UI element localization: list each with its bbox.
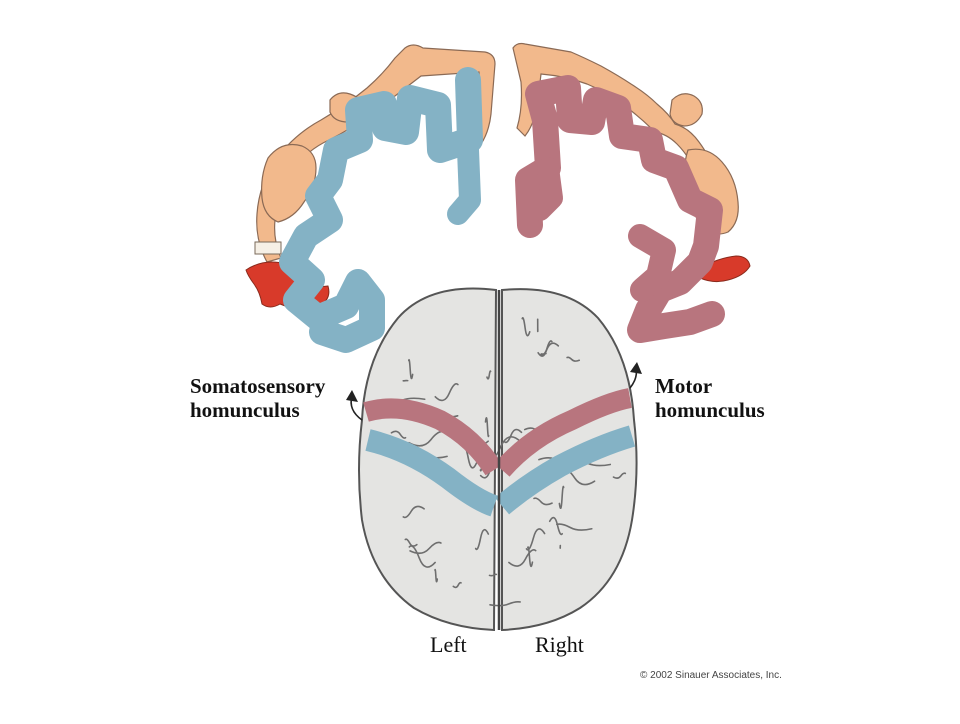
motor-label: Motor homunculus xyxy=(655,374,765,422)
somatosensory-label: Somatosensory homunculus xyxy=(190,374,325,422)
motor-strip-lower xyxy=(640,236,664,290)
somatosensory-label-line1: Somatosensory xyxy=(190,374,325,398)
somatosensory-arrowhead xyxy=(346,390,358,402)
somatosensory-face xyxy=(262,145,316,223)
motor-homunculus-figure xyxy=(513,44,750,331)
somatosensory-teeth xyxy=(255,242,281,254)
right-hemisphere-label: Right xyxy=(535,632,584,658)
left-hemisphere-label: Left xyxy=(430,632,467,658)
somatosensory-strip-lower xyxy=(458,150,470,214)
motor-hand xyxy=(670,94,702,126)
somatosensory-label-line2: homunculus xyxy=(190,398,325,422)
motor-arrowhead xyxy=(630,362,642,374)
brain-top-view xyxy=(359,289,637,630)
motor-label-line1: Motor xyxy=(655,374,765,398)
copyright-credit: © 2002 Sinauer Associates, Inc. xyxy=(640,670,782,681)
motor-strip-branch xyxy=(540,168,552,210)
motor-label-line2: homunculus xyxy=(655,398,765,422)
